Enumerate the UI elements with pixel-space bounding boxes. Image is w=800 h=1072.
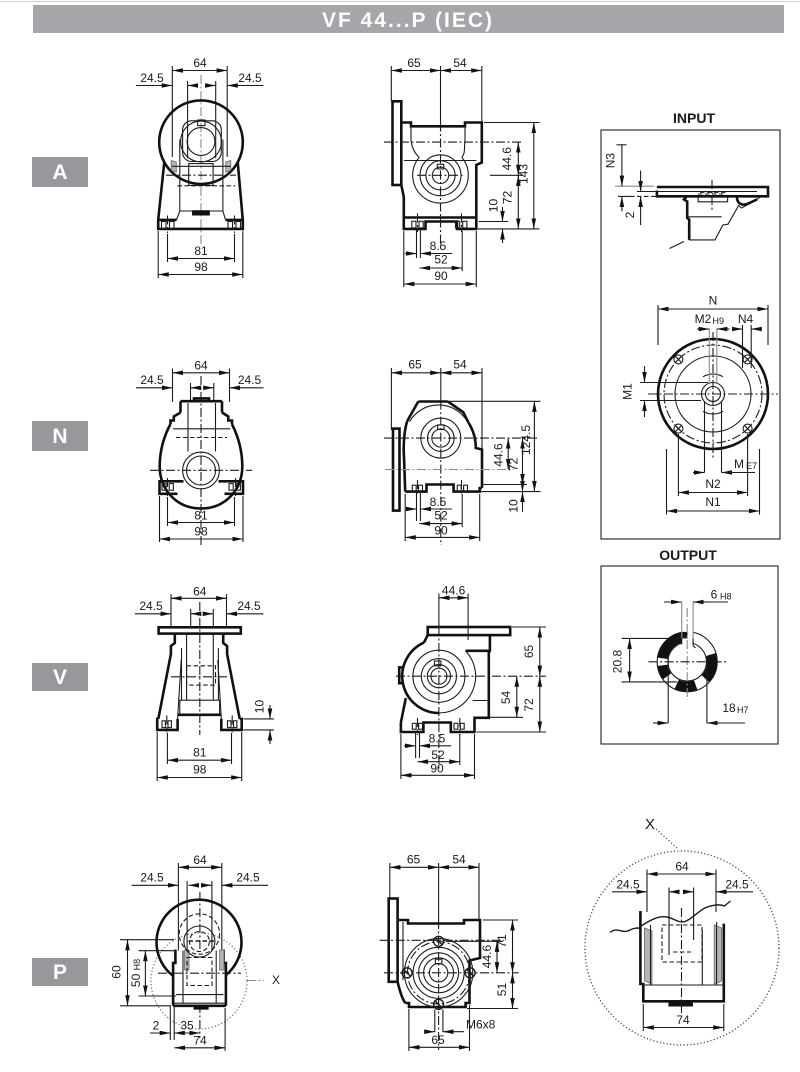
svg-text:90: 90 [434,269,448,283]
svg-text:H9: H9 [713,316,725,326]
svg-text:51: 51 [495,983,509,997]
svg-text:2: 2 [153,1019,160,1033]
svg-text:24.5: 24.5 [140,871,164,885]
svg-text:74: 74 [193,1034,207,1048]
svg-text:24.5: 24.5 [238,71,262,85]
svg-text:81: 81 [193,746,207,760]
svg-text:54: 54 [499,691,513,705]
svg-text:N: N [709,294,718,308]
svg-text:24.5: 24.5 [238,373,262,387]
svg-text:60: 60 [110,965,124,979]
svg-text:24.5: 24.5 [139,599,163,613]
svg-text:74: 74 [676,1013,690,1027]
svg-text:54: 54 [453,56,467,70]
svg-text:44.6: 44.6 [442,584,466,598]
svg-text:24.5: 24.5 [616,878,640,892]
svg-text:81: 81 [194,509,208,523]
svg-text:8.5: 8.5 [429,732,446,746]
svg-text:M2: M2 [695,312,712,326]
svg-text:N4: N4 [738,312,754,326]
svg-text:24.5: 24.5 [237,599,261,613]
svg-text:44.6: 44.6 [492,443,506,467]
svg-text:M6x8: M6x8 [466,1018,496,1032]
svg-text:2: 2 [623,211,637,218]
svg-text:64: 64 [193,56,207,70]
svg-text:124.5: 124.5 [519,425,533,455]
svg-text:10: 10 [487,199,501,213]
svg-text:24.5: 24.5 [236,871,260,885]
svg-text:X: X [272,973,280,987]
svg-text:H8: H8 [720,592,732,602]
svg-text:98: 98 [194,525,208,539]
svg-text:44.6: 44.6 [480,944,494,968]
svg-text:81: 81 [194,244,208,258]
svg-text:10: 10 [507,499,521,513]
svg-text:50 H8: 50 H8 [129,959,143,987]
svg-text:52: 52 [431,748,445,762]
svg-text:54: 54 [452,853,466,867]
svg-text:P: P [53,961,67,984]
svg-text:98: 98 [193,763,207,777]
svg-text:6: 6 [711,588,718,602]
svg-text:143: 143 [517,164,531,184]
svg-text:N2: N2 [705,477,721,491]
svg-text:V: V [53,666,67,689]
svg-text:24.5: 24.5 [140,373,164,387]
svg-text:10: 10 [253,700,267,714]
svg-text:52: 52 [434,253,448,267]
svg-text:M: M [734,457,744,471]
svg-text:8.5: 8.5 [430,495,447,509]
svg-text:65: 65 [408,358,422,372]
svg-text:OUTPUT: OUTPUT [659,547,717,563]
svg-text:8.5: 8.5 [430,239,447,253]
svg-text:72: 72 [522,698,536,712]
svg-text:N3: N3 [604,153,618,169]
svg-text:64: 64 [193,585,207,599]
svg-text:64: 64 [194,359,208,373]
svg-text:E7: E7 [746,461,757,471]
svg-text:65: 65 [431,1033,445,1047]
svg-text:72: 72 [501,191,515,205]
svg-text:A: A [52,161,67,184]
svg-text:98: 98 [194,260,208,274]
svg-text:N: N [52,425,67,448]
svg-text:INPUT: INPUT [673,110,715,126]
svg-text:20.8: 20.8 [611,649,625,673]
svg-text:VF 44...P (IEC): VF 44...P (IEC) [322,9,494,32]
svg-text:64: 64 [193,853,207,867]
svg-text:X: X [645,816,655,833]
svg-text:44.6: 44.6 [500,147,514,171]
svg-text:24.5: 24.5 [140,71,164,85]
svg-text:65: 65 [407,853,421,867]
svg-text:72: 72 [507,458,521,472]
svg-text:52: 52 [434,509,448,523]
svg-text:90: 90 [434,524,448,538]
svg-text:65: 65 [522,645,536,659]
svg-text:M1: M1 [621,383,635,400]
svg-text:24.5: 24.5 [725,878,749,892]
svg-text:64: 64 [675,860,689,874]
svg-text:18: 18 [722,701,736,715]
svg-text:H7: H7 [737,705,749,715]
svg-text:65: 65 [407,56,421,70]
svg-text:90: 90 [430,761,444,775]
svg-text:35: 35 [180,1019,194,1033]
svg-text:N1: N1 [705,495,721,509]
svg-text:54: 54 [453,358,467,372]
